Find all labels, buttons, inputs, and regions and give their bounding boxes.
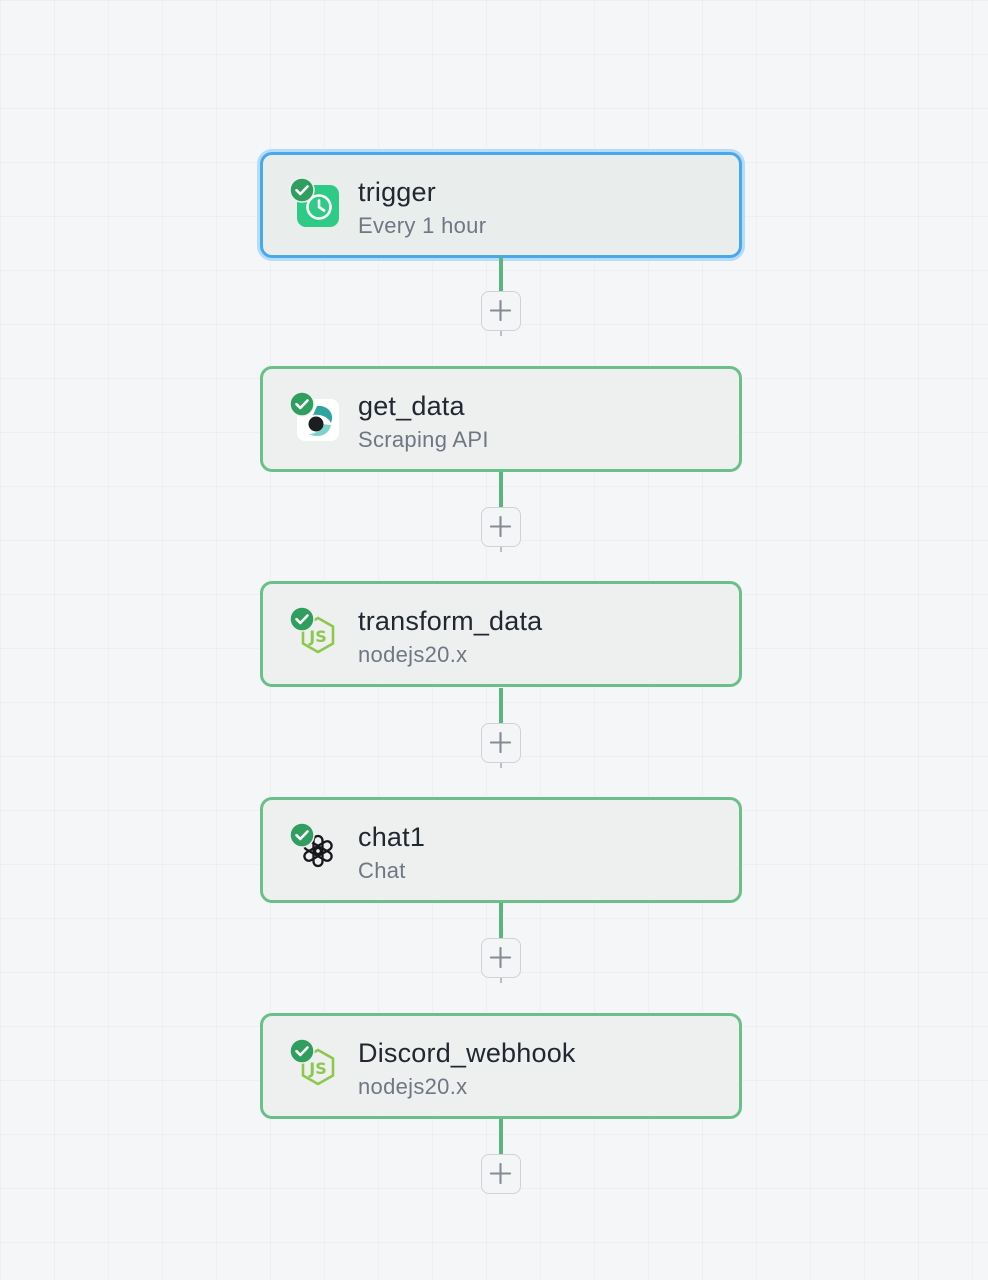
plus-icon [489,946,512,969]
step-title: trigger [358,177,436,207]
openai-icon [303,834,333,868]
step-title: transform_data [358,606,543,636]
add-step-button[interactable] [481,938,521,978]
step-subtitle: nodejs20.x [358,1074,468,1099]
step-title: chat1 [358,822,426,852]
step-node-trigger[interactable]: trigger Every 1 hour [260,152,742,258]
step-node-discord-webhook[interactable]: JS Discord_webhook nodejs20.x [260,1013,742,1119]
step-node-get-data[interactable]: get_data Scraping API [260,366,742,472]
connector-dashed-line [500,763,502,797]
connector-dashed-line [500,978,502,1013]
connector-line [499,1119,503,1156]
success-check-icon [289,391,315,417]
connector-line [499,472,503,509]
connector-line [499,903,503,940]
connector-line [499,688,503,725]
step-node-transform-data[interactable]: JS transform_data nodejs20.x [260,581,742,687]
plus-icon [489,299,512,322]
step-subtitle: Chat [358,858,406,883]
connector-line [499,257,503,293]
step-subtitle: Scraping API [358,427,489,452]
step-node-chat1[interactable]: chat1 Chat [260,797,742,903]
success-check-icon [289,177,315,203]
add-step-button[interactable] [481,507,521,547]
step-subtitle: Every 1 hour [358,213,487,238]
step-subtitle: nodejs20.x [358,642,468,667]
plus-icon [489,515,512,538]
success-check-icon [289,1038,315,1064]
step-title: get_data [358,391,465,421]
add-step-button[interactable] [481,723,521,763]
success-check-icon [289,822,315,848]
connector-dashed-line [500,547,502,581]
svg-text:JS: JS [308,627,326,646]
step-title: Discord_webhook [358,1038,576,1068]
success-check-icon [289,606,315,632]
svg-text:JS: JS [308,1059,326,1078]
plus-icon [489,731,512,754]
add-step-button[interactable] [481,1154,521,1194]
connector-dashed-line [500,331,502,366]
plus-icon [489,1162,512,1185]
add-step-button[interactable] [481,291,521,331]
